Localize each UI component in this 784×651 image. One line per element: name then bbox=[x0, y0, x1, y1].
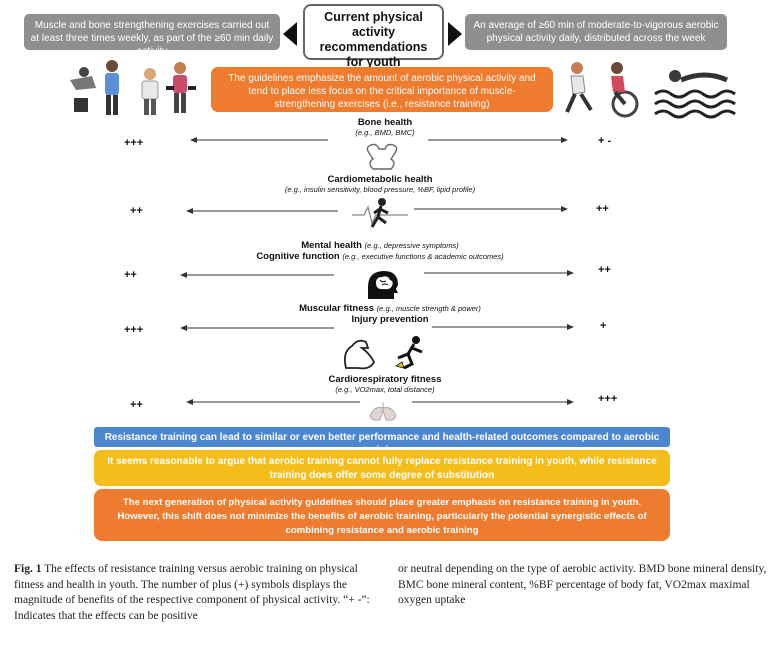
outcome-muscular-injury-label: Muscular fitness (e.g., muscle strength … bbox=[299, 303, 481, 325]
figure-caption-right: or neutral depending on the type of aero… bbox=[398, 563, 767, 606]
arrow-right-line bbox=[424, 270, 574, 276]
figure-label: Fig. 1 bbox=[14, 563, 42, 575]
bone-icon bbox=[366, 143, 398, 170]
weightlifting-kids-icon bbox=[70, 60, 196, 115]
arrow-left-line bbox=[186, 208, 338, 214]
arrow-right-icon bbox=[448, 22, 462, 46]
arrow-left-line bbox=[186, 399, 360, 405]
arrow-left-line bbox=[180, 325, 334, 331]
running-cycling-swimming-icon bbox=[565, 62, 736, 119]
arrow-left-icon bbox=[283, 22, 297, 46]
aerobic-recommendation-box: An average of ≥60 min of moderate-to-vig… bbox=[465, 14, 727, 50]
outcome-bone-health-right-score: + - bbox=[598, 135, 612, 147]
guidelines-emphasis-box: The guidelines emphasize the amount of a… bbox=[211, 67, 553, 112]
outcome-cardiometabolic-left-score: ++ bbox=[130, 205, 143, 217]
outcome-mental-cognitive-left-score: ++ bbox=[124, 269, 137, 281]
conclusion-yellow-box: It seems reasonable to argue that aerobi… bbox=[94, 450, 670, 486]
outcome-cardiometabolic-right-score: ++ bbox=[596, 203, 609, 215]
outcome-mental-cognitive-label: Mental health (e.g., depressive symptoms… bbox=[256, 240, 504, 262]
outcome-muscular-injury-right-score: + bbox=[600, 320, 607, 332]
outcome-cardiometabolic-label: Cardiometabolic health (e.g., insulin se… bbox=[284, 174, 476, 194]
brain-head-icon bbox=[368, 271, 398, 299]
arrow-left-line bbox=[180, 272, 334, 278]
outcome-cardiorespiratory-label: Cardiorespiratory fitness (e.g., VO2max,… bbox=[328, 374, 442, 394]
outcome-bone-health-label: Bone health (e.g., BMD, BMC) bbox=[355, 117, 415, 137]
falling-person-icon bbox=[395, 336, 423, 370]
resistance-recommendation-box: Muscle and bone strengthening exercises … bbox=[24, 14, 280, 57]
arrow-right-line bbox=[414, 206, 568, 212]
arrow-right-line bbox=[428, 137, 568, 143]
figure-caption-left: Fig. 1 The effects of resistance trainin… bbox=[14, 563, 370, 622]
outcome-cardiorespiratory-right-score: +++ bbox=[598, 393, 618, 405]
outcome-muscular-injury-left-score: +++ bbox=[124, 324, 144, 336]
conclusion-orange-box: The next generation of physical activity… bbox=[94, 489, 670, 541]
flexed-arm-icon bbox=[343, 339, 376, 370]
arrow-right-line bbox=[412, 399, 574, 405]
outcome-bone-health-left-score: +++ bbox=[124, 137, 144, 149]
page-title: Current physical activity recommendation… bbox=[303, 4, 444, 69]
conclusion-blue-box: Resistance training can lead to similar … bbox=[94, 427, 670, 456]
lungs-icon bbox=[369, 402, 397, 421]
outcome-mental-cognitive-right-score: ++ bbox=[598, 264, 611, 276]
runner-heartbeat-icon bbox=[352, 198, 408, 228]
arrow-left-line bbox=[190, 137, 328, 143]
arrow-right-line bbox=[432, 324, 574, 330]
outcome-cardiorespiratory-left-score: ++ bbox=[130, 399, 143, 411]
